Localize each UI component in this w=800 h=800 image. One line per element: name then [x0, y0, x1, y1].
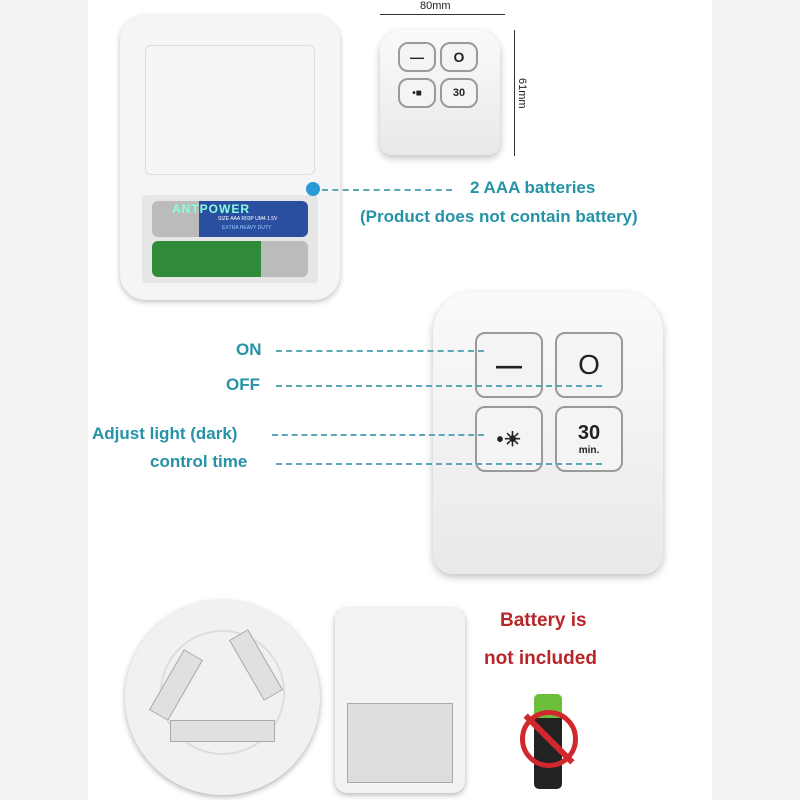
remote-back: ANTPOWER SIZE AAA R03P UM4 1.5V EXTRA HE… [120, 15, 340, 300]
remote-front: — O •☀ 30 min. [433, 292, 663, 574]
notice-line2: not included [484, 648, 597, 669]
battery-brand: ANTPOWER [172, 202, 250, 216]
battery-sub: EXTRA HEAVY DUTY [222, 225, 272, 231]
label-timer: control time [150, 452, 248, 471]
battery-compartment: ANTPOWER SIZE AAA R03P UM4 1.5V EXTRA HE… [142, 195, 318, 283]
battery-callout-line2: (Product does not contain battery) [360, 207, 638, 226]
width-dimension: 80mm [420, 0, 451, 12]
label-on: ON [236, 340, 262, 359]
remote-small: — O •■ 30 [380, 30, 500, 155]
no-battery-icon [518, 688, 580, 793]
label-adjust: Adjust light (dark) [92, 424, 238, 443]
on-button[interactable]: — [475, 332, 543, 398]
timer-button[interactable]: 30 min. [555, 406, 623, 472]
rect-light-back [335, 608, 465, 793]
timer-unit: min. [578, 445, 600, 456]
battery-blue: ANTPOWER SIZE AAA R03P UM4 1.5V EXTRA HE… [152, 201, 308, 237]
round-light-back [125, 600, 320, 795]
timer-value: 30 [577, 422, 601, 444]
dim-button[interactable]: •☀ [475, 406, 543, 472]
off-button[interactable]: O [555, 332, 623, 398]
battery-green [152, 241, 308, 277]
callout-dot [306, 182, 320, 196]
battery-spec: SIZE AAA R03P UM4 1.5V [218, 216, 278, 222]
label-off: OFF [226, 375, 260, 394]
height-dimension: 61mm [516, 78, 528, 109]
notice-line1: Battery is [500, 610, 587, 631]
battery-callout-line1: 2 AAA batteries [470, 178, 596, 197]
